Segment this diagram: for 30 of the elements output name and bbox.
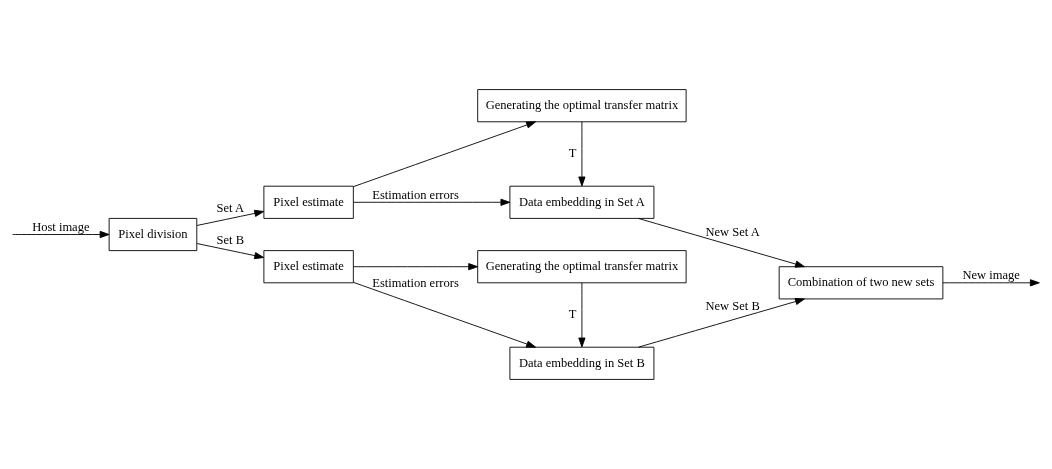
node-box: Pixel estimate [263,250,354,284]
node-box: Data embedding in Set A [509,185,655,219]
edge-label: Host image [32,220,90,235]
arrow [353,263,479,271]
edge-label: T [568,307,577,322]
node-box: Data embedding in Set B [509,346,655,380]
edge-label: T [568,146,577,161]
edge-label: New Set A [705,225,760,240]
arrow [638,218,805,268]
arrow [638,298,805,348]
arrow [353,121,536,188]
edge-label: Estimation errors [372,187,459,202]
arrow [12,230,110,239]
arrow [942,279,1040,287]
arrow [353,198,511,206]
arrow [578,282,586,348]
edge-label: Set A [216,201,245,216]
arrow [196,209,265,226]
node-box: Pixel estimate [263,185,354,219]
edge-label: Estimation errors [372,275,459,290]
edge-label: New image [962,268,1020,283]
node-box: Pixel division [108,217,198,252]
arrow [578,121,586,187]
node-box: Generating the optimal transfer matrix [477,250,687,284]
arrow [196,243,265,260]
node-box: Generating the optimal transfer matrix [477,89,687,123]
node-box: Combination of two new sets [778,266,944,300]
edge-label: New Set B [705,298,760,313]
arrow [353,281,536,348]
edge-label: Set B [216,232,245,247]
